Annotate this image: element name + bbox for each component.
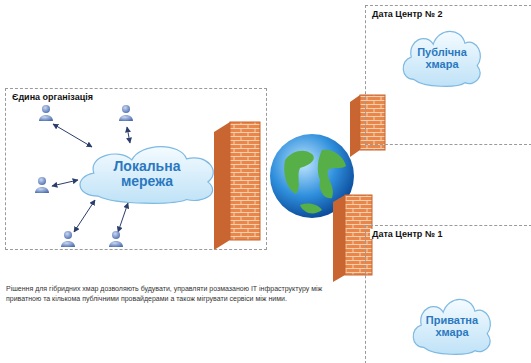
data-center-region: Єдина організаціяЛокальна мережа	[5, 88, 267, 250]
data-center-region: Дата Центр № 2 Публічна хмара	[365, 5, 531, 145]
cloud-node: Публічна хмара	[398, 24, 486, 88]
firewall-left	[214, 122, 260, 250]
caption-text: Рішення для гібридних хмар дозволяють бу…	[6, 284, 351, 304]
region-heading: Дата Центр № 1	[370, 229, 444, 239]
firewall-top	[350, 95, 385, 157]
cloud-node: Локальна мережа	[71, 139, 223, 205]
data-center-region: Дата Центр № 1 Приватна хмара	[365, 225, 531, 363]
cloud-label: Приватна хмара	[421, 314, 483, 338]
cloud-node: Приватна хмара	[408, 292, 496, 356]
firewall-bottom	[333, 195, 372, 282]
region-heading: Єдина організація	[10, 92, 95, 102]
cloud-label: Локальна мережа	[94, 159, 200, 190]
cloud-label: Публічна хмара	[411, 46, 473, 70]
region-heading: Дата Центр № 2	[370, 9, 444, 19]
